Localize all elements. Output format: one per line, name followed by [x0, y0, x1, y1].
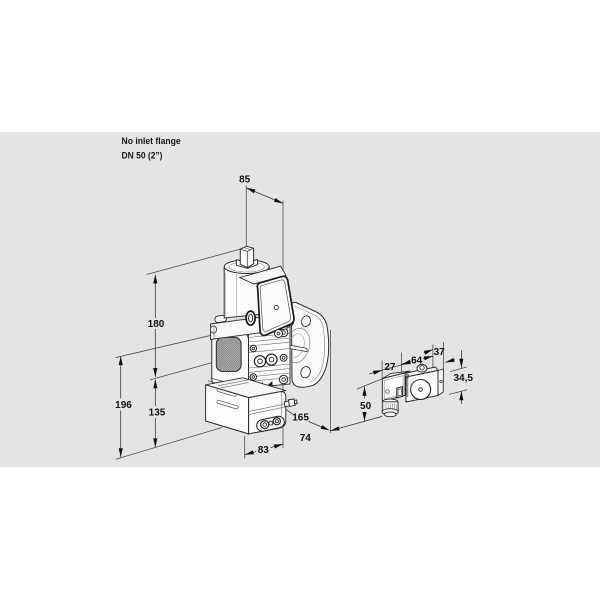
svg-text:DN 50 (2”): DN 50 (2”)	[122, 151, 163, 161]
svg-text:196: 196	[115, 400, 132, 411]
svg-text:74: 74	[300, 433, 312, 444]
svg-text:180: 180	[148, 319, 165, 330]
svg-text:50: 50	[360, 401, 372, 412]
svg-text:34,5: 34,5	[453, 373, 473, 384]
svg-text:37: 37	[434, 347, 446, 358]
svg-text:27: 27	[384, 362, 396, 373]
svg-text:165: 165	[292, 413, 309, 424]
svg-text:64: 64	[411, 355, 423, 366]
svg-text:135: 135	[149, 408, 166, 419]
svg-text:83: 83	[258, 445, 270, 456]
svg-text:No inlet flange: No inlet flange	[122, 136, 181, 146]
svg-text:85: 85	[239, 174, 251, 185]
